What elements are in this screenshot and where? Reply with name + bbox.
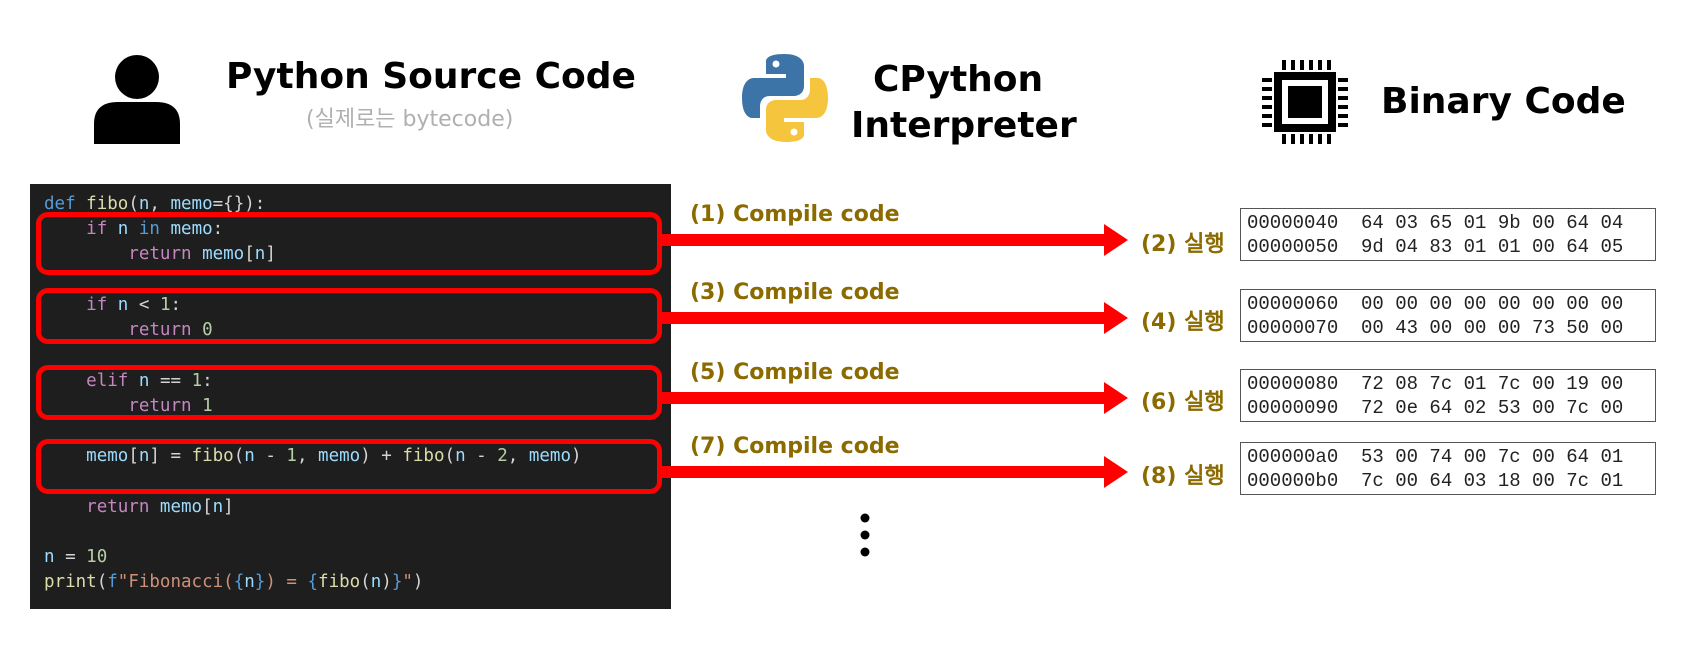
code-line-11: memo[n] = fibo(n - 1, memo) + fibo(n - 2… [86, 446, 582, 466]
code-line-8: elif n == 1: [86, 371, 213, 391]
highlight-box-4 [36, 439, 662, 494]
code-line-15: n = 10 [44, 547, 108, 567]
hex-row: 000000a0 53 00 74 00 7c 00 64 01 [1247, 446, 1624, 468]
code-line-1: def fibo(n, memo={}): [44, 194, 266, 214]
code-line-16: print(f"Fibonacci({n}) = {fibo(n)}") [44, 572, 424, 592]
execute-label-4: (8) 실행 [1141, 464, 1225, 489]
binary-code-title: Binary Code [1381, 81, 1626, 122]
hex-row: 00000070 00 43 00 00 00 73 50 00 [1247, 317, 1624, 339]
code-line-13: return memo[n] [86, 497, 234, 517]
hex-dump-3: 00000080 72 08 7c 01 7c 00 19 00 0000009… [1240, 369, 1656, 422]
code-panel: def fibo(n, memo={}): if n in memo: retu… [30, 184, 671, 609]
execute-label-1: (2) 실행 [1141, 232, 1225, 257]
interpreter-title-line1: CPython [873, 59, 1044, 100]
compile-label-1: (1) Compile code [690, 202, 900, 227]
compile-label-4: (7) Compile code [690, 434, 900, 459]
code-line-2: if n in memo: [86, 219, 224, 239]
vertical-ellipsis-icon [858, 512, 872, 562]
highlight-box-3 [36, 365, 662, 420]
cpu-chip-icon [1260, 58, 1350, 146]
hex-row: 00000080 72 08 7c 01 7c 00 19 00 [1247, 373, 1624, 395]
hex-row: 00000050 9d 04 83 01 01 00 64 05 [1247, 236, 1624, 258]
hex-row: 00000040 64 03 65 01 9b 00 64 04 [1247, 212, 1624, 234]
compile-label-2: (3) Compile code [690, 280, 900, 305]
arrow-2 [662, 302, 1128, 334]
source-code-subtitle: (실제로는 bytecode) [306, 107, 514, 132]
hex-row: 00000090 72 0e 64 02 53 00 7c 00 [1247, 397, 1624, 419]
execute-label-3: (6) 실행 [1141, 390, 1225, 415]
compile-label-3: (5) Compile code [690, 360, 900, 385]
arrow-1 [662, 224, 1128, 256]
arrow-4 [662, 456, 1128, 488]
code-line-6: return 0 [128, 320, 213, 340]
hex-dump-2: 00000060 00 00 00 00 00 00 00 00 0000007… [1240, 289, 1656, 342]
hex-row: 00000060 00 00 00 00 00 00 00 00 [1247, 293, 1624, 315]
hex-dump-1: 00000040 64 03 65 01 9b 00 64 04 0000005… [1240, 208, 1656, 261]
source-code-title: Python Source Code [226, 56, 636, 97]
highlight-box-1 [36, 212, 662, 275]
execute-label-2: (4) 실행 [1141, 310, 1225, 335]
person-icon [92, 52, 182, 144]
code-line-3: return memo[n] [128, 244, 276, 264]
highlight-box-2 [36, 288, 662, 344]
python-logo-icon [740, 52, 830, 144]
interpreter-title-line2: Interpreter [851, 105, 1077, 146]
arrow-3 [662, 382, 1128, 414]
hex-dump-4: 000000a0 53 00 74 00 7c 00 64 01 000000b… [1240, 442, 1656, 495]
code-line-5: if n < 1: [86, 295, 182, 315]
code-line-9: return 1 [128, 396, 213, 416]
hex-row: 000000b0 7c 00 64 03 18 00 7c 01 [1247, 470, 1624, 492]
